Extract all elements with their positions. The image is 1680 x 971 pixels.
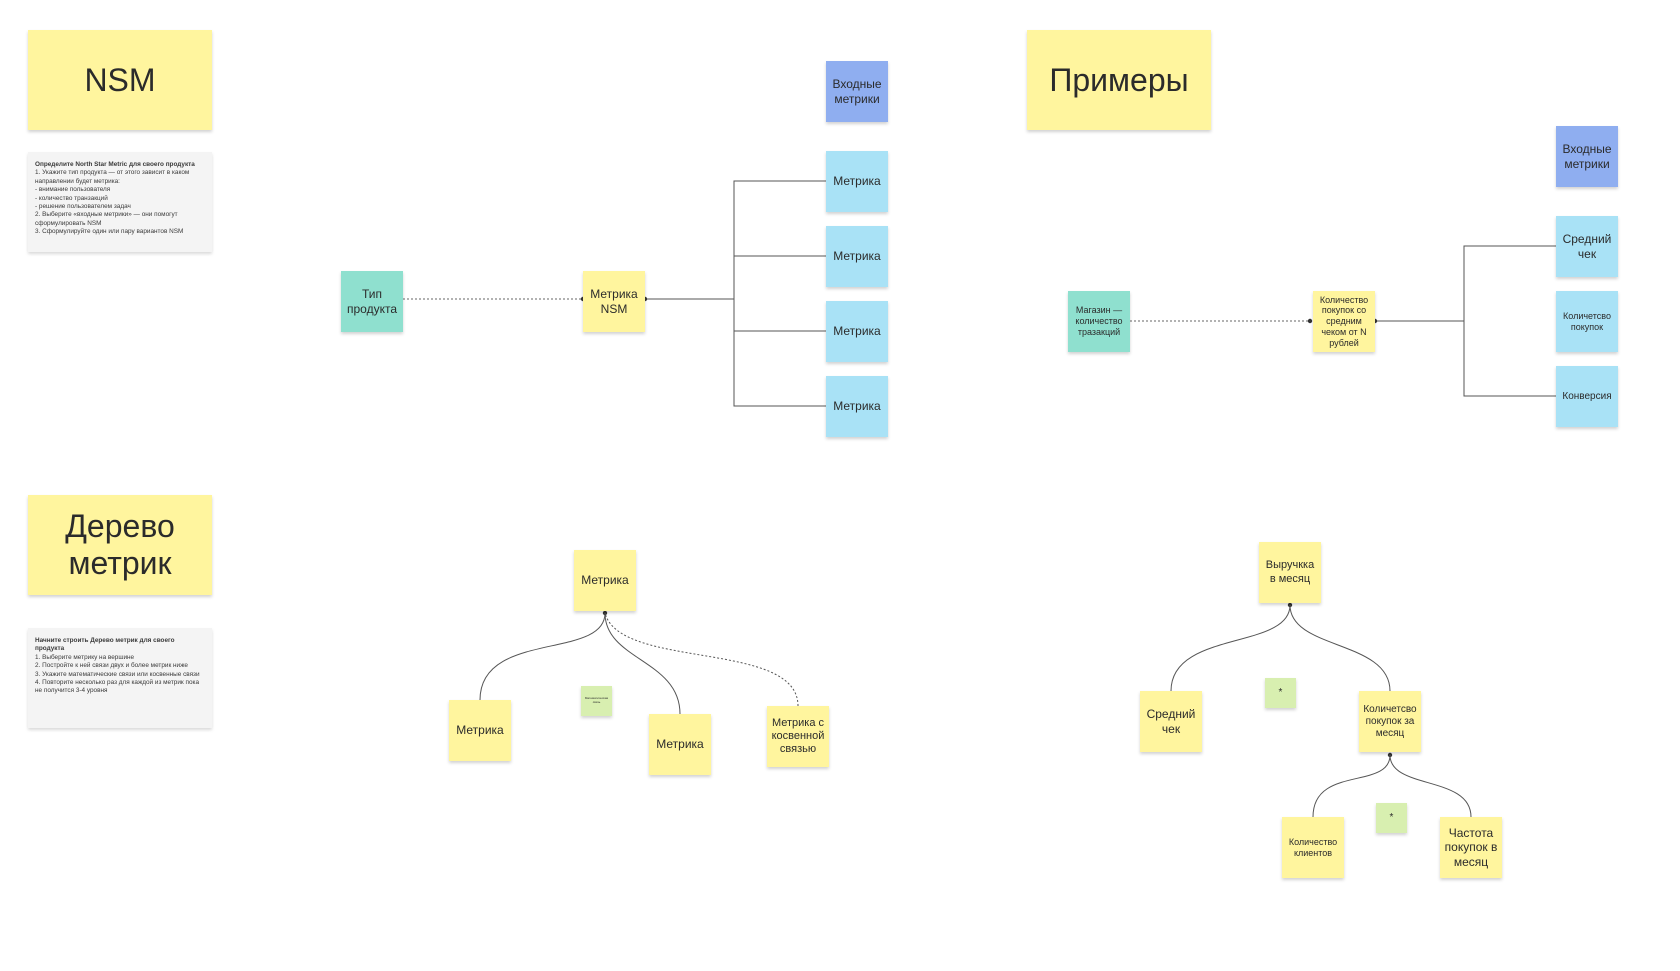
connector-inputs-to-nsm [645,180,826,407]
example-input-metric-note[interactable]: Средний чек [1556,216,1618,277]
connector-example-inputs-to-nsm [1375,245,1556,397]
purchases-per-month-note[interactable]: Количетсво покупок за месяц [1359,691,1421,752]
math-relation-note[interactable]: Математическая связь [581,686,612,716]
input-metric-note[interactable]: Метрика [826,151,888,212]
connector-tree-middle [604,612,681,715]
nsm-metric-note[interactable]: Метрика NSM [583,271,645,332]
connector-revenue-right [1289,604,1391,692]
revenue-root-note[interactable]: Выручкка в месяц [1259,542,1321,603]
tree-instructions-card[interactable]: Начните строить Дерево метрик для своего… [28,628,212,728]
input-metric-note[interactable]: Метрика [826,226,888,287]
multiply-operator-note[interactable]: * [1376,803,1407,833]
nsm-instructions-line: - количество транзакций [35,194,108,202]
tree-indirect-child-note[interactable]: Метрика с косвенной связью [767,706,829,767]
example-input-header-note[interactable]: Входные метрики [1556,126,1618,187]
tree-instructions-line: 1. Выберите метрику на вершине [35,653,135,661]
input-metric-note[interactable]: Метрика [826,301,888,362]
nsm-instructions-line: 3. Сформулируйте один или пару вариантов… [35,228,184,236]
product-type-note[interactable]: Тип продукта [341,271,403,332]
nsm-instructions-line: 2. Выберите «входные метрики» — они помо… [35,211,178,227]
tree-instructions-heading: Начните строить Дерево метрик для своего… [35,637,175,653]
client-count-note[interactable]: Количество клиентов [1282,817,1344,878]
nsm-instructions-card[interactable]: Определите North Star Metric для своего … [28,152,212,252]
nsm-instructions-heading: Определите North Star Metric для своего … [35,161,195,168]
tree-root-note[interactable]: Метрика [574,550,636,611]
example-nsm-metric-note[interactable]: Количество покупок со средним чеком от N… [1313,291,1375,352]
nsm-instructions-line: 1. Укажите тип продукта — от этого завис… [35,169,190,185]
tree-instructions-line: 3. Укажите математические связи или косв… [35,670,200,678]
purchase-frequency-note[interactable]: Частота покупок в месяц [1440,817,1502,878]
tree-section-title[interactable]: Дерево метрик [28,495,212,595]
example-product-type-note[interactable]: Магазин — количество тразакций [1068,291,1130,352]
multiply-operator-note[interactable]: * [1265,678,1296,708]
tree-child-note[interactable]: Метрика [649,714,711,775]
connector-tree-indirect [604,612,799,707]
tree-instructions-line: 4. Повторите несколько раз для каждой из… [35,679,200,695]
nsm-section-title[interactable]: NSM [28,30,212,130]
examples-section-title[interactable]: Примеры [1027,30,1211,130]
nsm-instructions-line: - внимание пользователя [35,186,111,194]
nsm-instructions-line: - решение пользователем задач [35,203,131,211]
input-metrics-header-note[interactable]: Входные метрики [826,61,888,122]
average-check-note[interactable]: Средний чек [1140,691,1202,752]
input-metric-note[interactable]: Метрика [826,376,888,437]
example-input-metric-note[interactable]: Конверсия [1556,366,1618,427]
example-input-metric-note[interactable]: Количетсво покупок [1556,291,1618,352]
tree-child-note[interactable]: Метрика [449,700,511,761]
tree-instructions-line: 2. Постройте к ней связи двух и более ме… [35,662,188,670]
